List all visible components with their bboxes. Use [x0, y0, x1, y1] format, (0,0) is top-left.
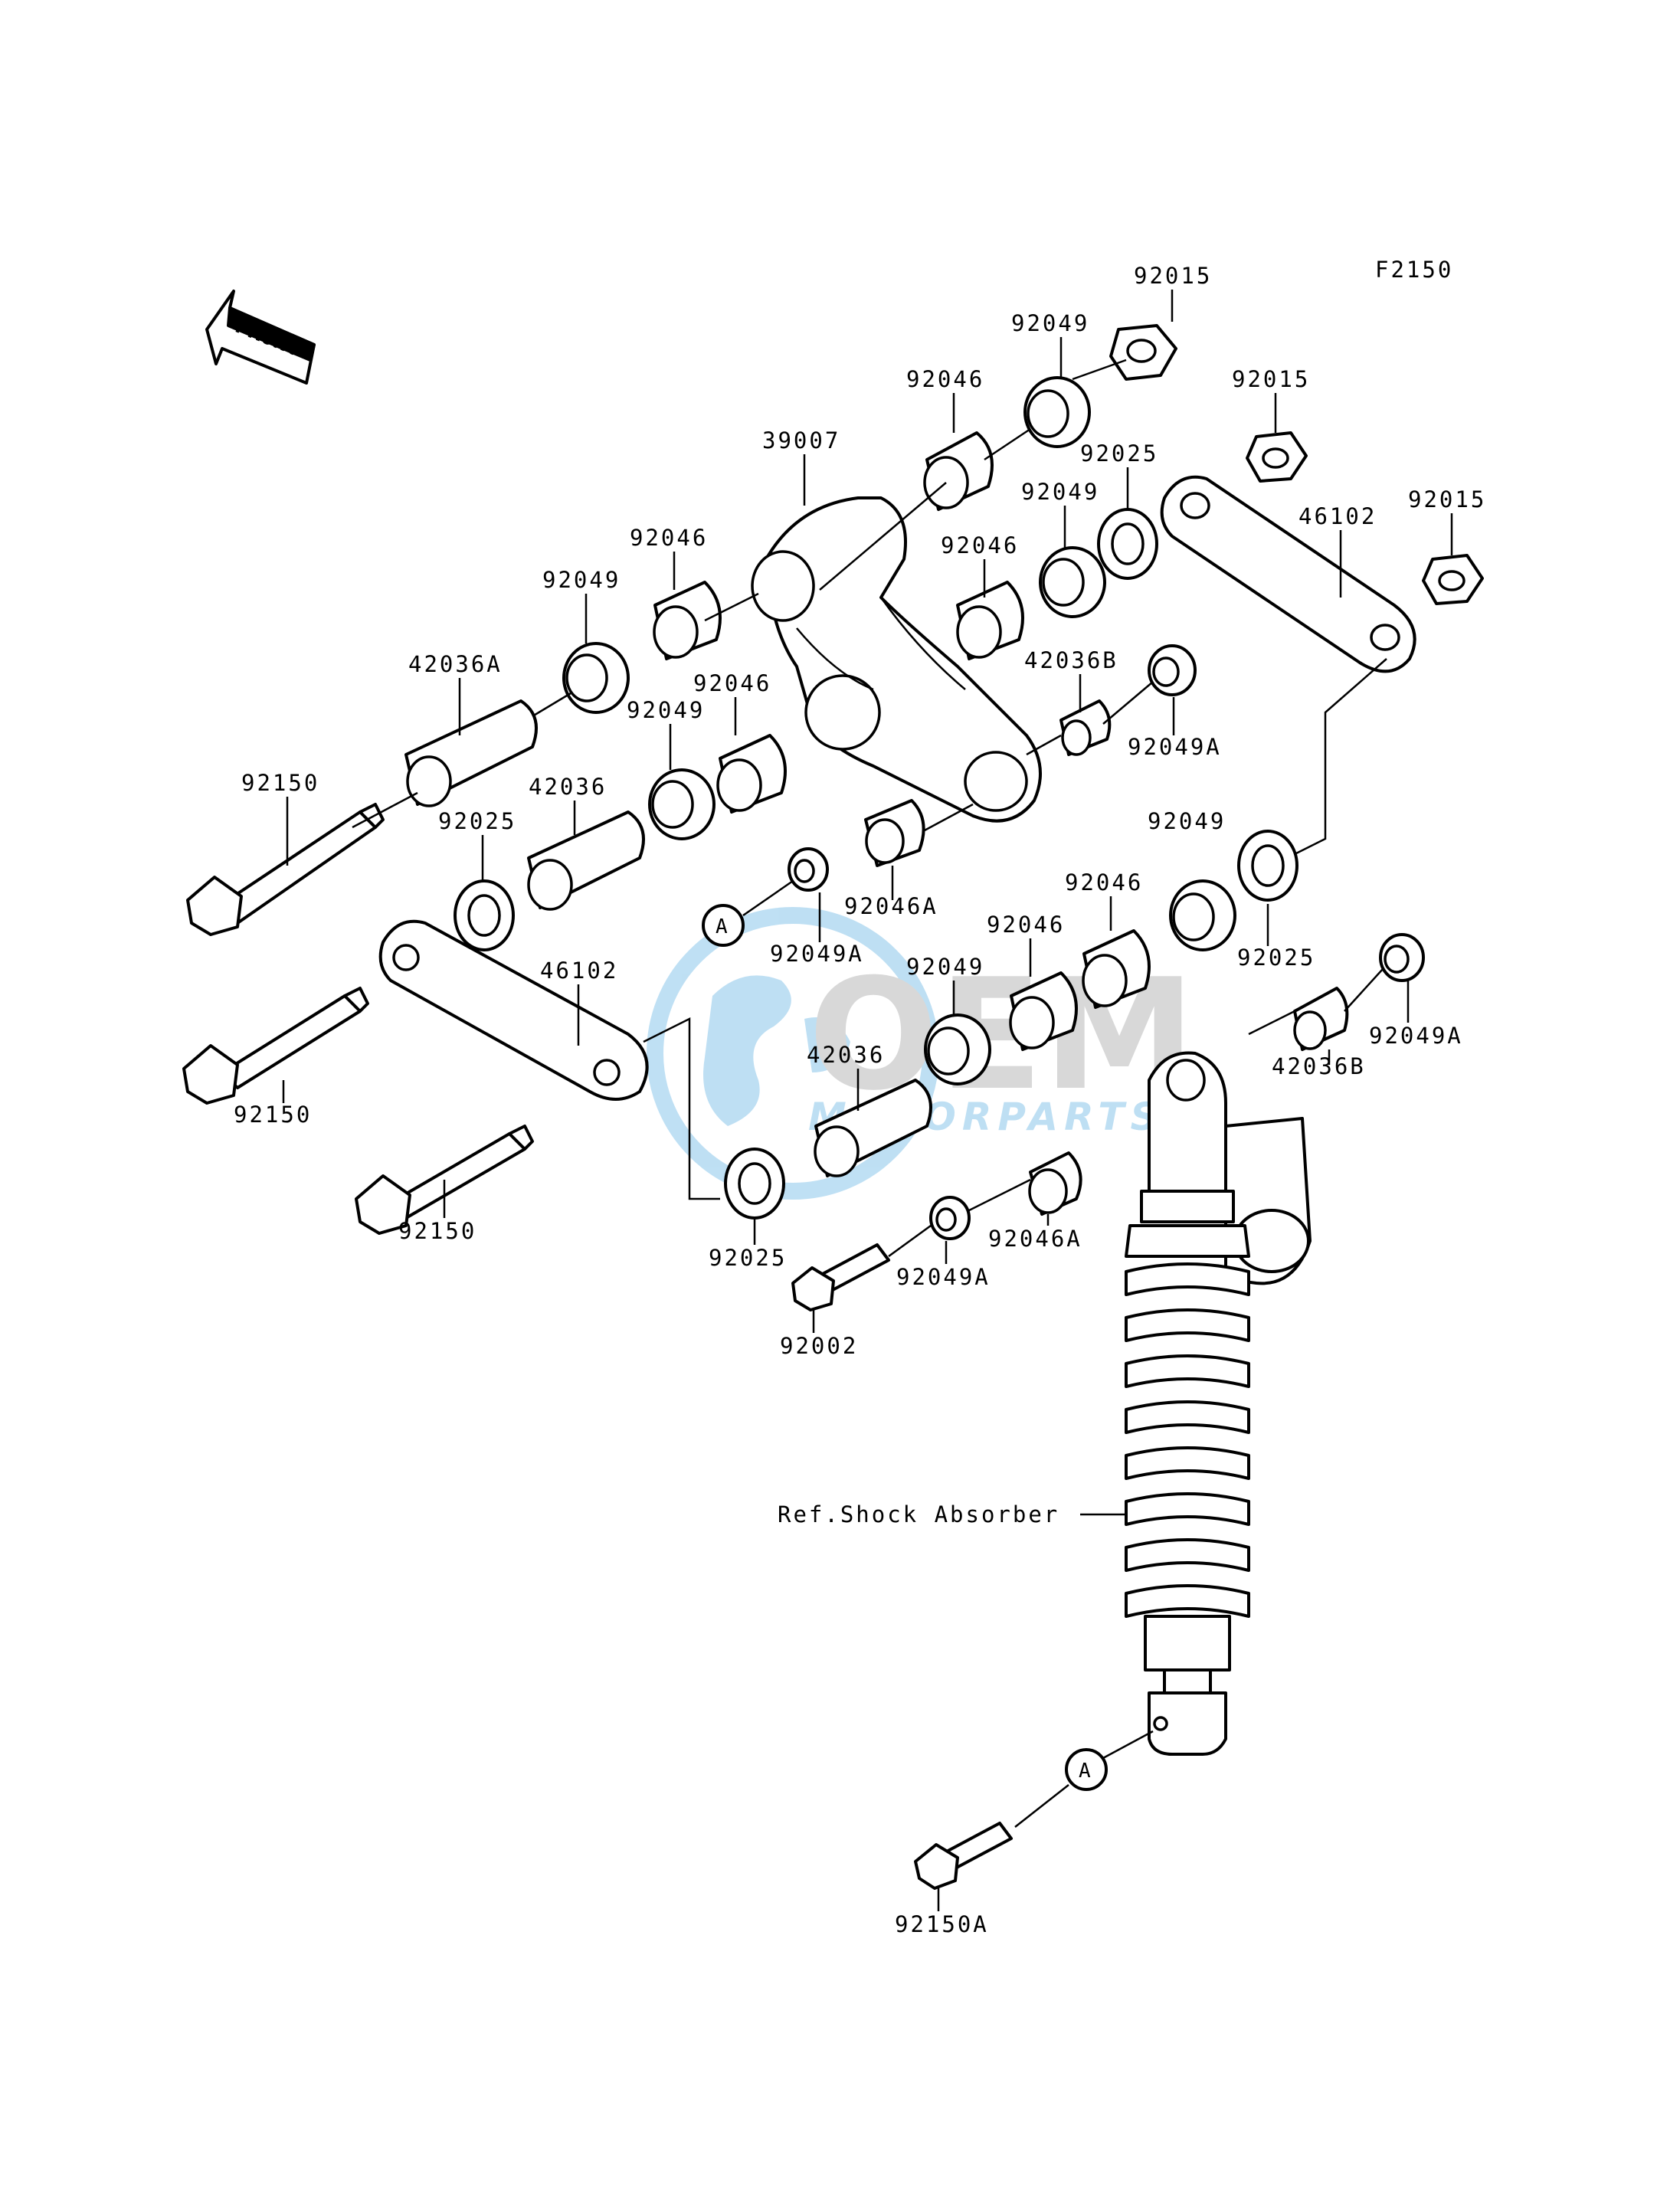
shock-spring — [1125, 1262, 1250, 1618]
seal-92049A-top — [1148, 644, 1197, 696]
callout-a-lower-label: A — [1079, 1760, 1091, 1783]
label-92025-lower: 92025 — [709, 1245, 787, 1271]
bolt-92002 — [791, 1243, 890, 1311]
bolt-92150-b — [182, 987, 369, 1105]
seal-92049-right — [1169, 879, 1236, 951]
callout-a-upper-label: A — [716, 915, 728, 938]
label-92049-right: 92049 — [1148, 808, 1226, 834]
sleeve-42036-left — [527, 810, 645, 911]
watermark-continents-icon — [703, 975, 850, 1126]
front-arrow-icon: FRONT — [205, 290, 316, 385]
label-92049-mid: 92049 — [1021, 479, 1099, 505]
label-92002: 92002 — [780, 1333, 858, 1359]
label-ref-shock-absorber: Ref.Shock Absorber — [778, 1501, 1059, 1527]
washer-92025-top — [1097, 508, 1158, 580]
label-92049A-top: 92049A — [1128, 734, 1222, 760]
bolt-92150-a — [186, 803, 385, 936]
bearing-92046-top — [923, 431, 994, 511]
figure-code: F2150 — [1375, 257, 1453, 283]
label-92150-b: 92150 — [234, 1102, 312, 1128]
label-92049A-right: 92049A — [1369, 1023, 1463, 1049]
label-92025-top: 92025 — [1080, 440, 1158, 467]
label-92150A: 92150A — [895, 1911, 989, 1937]
label-92015-mid: 92015 — [1232, 366, 1310, 392]
bearing-92046-right — [1082, 929, 1151, 1009]
collar-92015-b — [1246, 431, 1308, 483]
label-92049-lowmid: 92049 — [906, 954, 984, 980]
label-92015-top: 92015 — [1134, 263, 1212, 289]
washer-92025-lower — [724, 1148, 785, 1220]
label-42036B-right: 42036B — [1272, 1053, 1366, 1079]
label-92046-right: 92046 — [1065, 869, 1143, 895]
bearing-92046-mid — [956, 581, 1024, 660]
rocker-arm — [751, 496, 1042, 823]
sleeve-42036-lower — [814, 1079, 932, 1177]
bearing-92046-left — [653, 581, 722, 660]
washer-92025-left — [454, 879, 515, 951]
tie-rod-lower — [378, 919, 649, 1101]
seal-92049-lowmid — [924, 1013, 991, 1085]
label-92015-right: 92015 — [1408, 486, 1486, 512]
seal-92049-center — [648, 768, 716, 840]
sleeve-42036B-right — [1293, 987, 1349, 1051]
callout-a-upper: A — [702, 904, 745, 947]
label-92046-top: 92046 — [906, 366, 984, 392]
part-labels: 92015 92049 92046 92015 39007 92025 9204… — [234, 263, 1486, 1937]
leader-lines — [282, 290, 1453, 1911]
label-39007: 39007 — [762, 427, 840, 453]
label-46102-lower: 46102 — [540, 958, 618, 984]
seal-92049-top — [1023, 376, 1091, 448]
label-42036B-top: 42036B — [1024, 647, 1118, 673]
label-92046-mid: 92046 — [941, 532, 1019, 558]
label-92046-left: 92046 — [630, 525, 708, 551]
label-92025-right: 92025 — [1237, 945, 1315, 971]
label-92046-center: 92046 — [693, 670, 771, 696]
label-92049A-lower: 92049A — [896, 1264, 991, 1290]
label-92049-left: 92049 — [542, 567, 621, 593]
bearing-92046A-lower — [1028, 1151, 1082, 1216]
bolt-92150-c — [355, 1125, 534, 1235]
sleeve-42036A — [404, 699, 538, 807]
label-92049-center: 92049 — [627, 697, 705, 723]
seal-92049A-mid — [788, 847, 829, 892]
label-46102-top: 46102 — [1298, 503, 1377, 529]
seal-92049-mid — [1039, 546, 1106, 618]
bolt-92150A — [914, 1822, 1013, 1890]
label-92049-top: 92049 — [1011, 310, 1089, 336]
seal-92049A-right — [1379, 933, 1425, 982]
label-42036A: 42036A — [408, 651, 503, 677]
label-92046A-top: 92046A — [844, 893, 938, 919]
collar-92015-a — [1109, 324, 1177, 381]
bearing-92046-center — [716, 734, 787, 814]
label-92150-a: 92150 — [241, 770, 319, 796]
label-42036-left: 42036 — [529, 774, 607, 800]
bearing-92046-lowmid — [1009, 971, 1078, 1051]
seal-92049A-lower — [929, 1196, 971, 1240]
label-92025-left: 92025 — [438, 808, 516, 834]
label-92046A-lower: 92046A — [988, 1226, 1082, 1252]
label-92046-lowmid: 92046 — [987, 912, 1065, 938]
label-42036-lower: 42036 — [807, 1042, 885, 1068]
callout-a-lower: A — [1065, 1748, 1108, 1791]
seal-92049-left — [562, 642, 630, 714]
washer-92025-right — [1237, 830, 1298, 902]
label-92049A-mid: 92049A — [770, 941, 864, 967]
shock-absorber — [1125, 1051, 1312, 1756]
tie-rod-upper — [1160, 475, 1416, 673]
collar-92015-c — [1422, 554, 1484, 605]
sleeve-42036B-top — [1059, 699, 1112, 756]
bearing-92046A-top — [864, 799, 925, 867]
label-92150-c: 92150 — [398, 1218, 476, 1244]
